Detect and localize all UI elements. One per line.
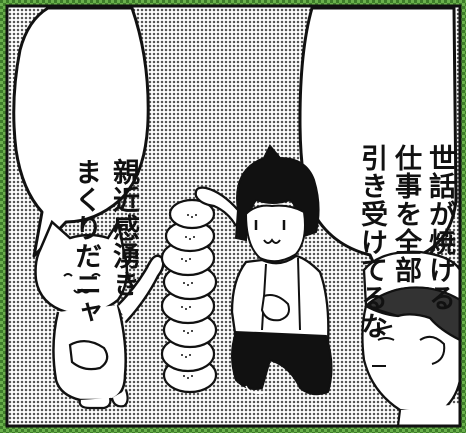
right-balloon-line-1: 世話が焼ける (424, 144, 455, 312)
chef-character (361, 250, 462, 428)
cat-character (34, 218, 165, 410)
left-balloon-line-2: まくりだニャ (70, 158, 101, 326)
stacked-buns (160, 198, 218, 394)
bun-dots (181, 214, 197, 379)
right-balloon-line-3: 引き受けてるな (356, 144, 387, 340)
left-speech-balloon (12, 6, 150, 258)
right-balloon-line-2: 仕事を全部 (390, 144, 421, 284)
girl-character (194, 144, 333, 396)
left-balloon-line-1: 親近感湧き (108, 158, 139, 298)
left-balloon-text: 親近感湧き まくりだニャ (28, 30, 180, 326)
right-speech-balloon (298, 6, 458, 292)
right-balloon-text: 世話が焼ける 仕事を全部 引き受けてるな (320, 16, 466, 340)
